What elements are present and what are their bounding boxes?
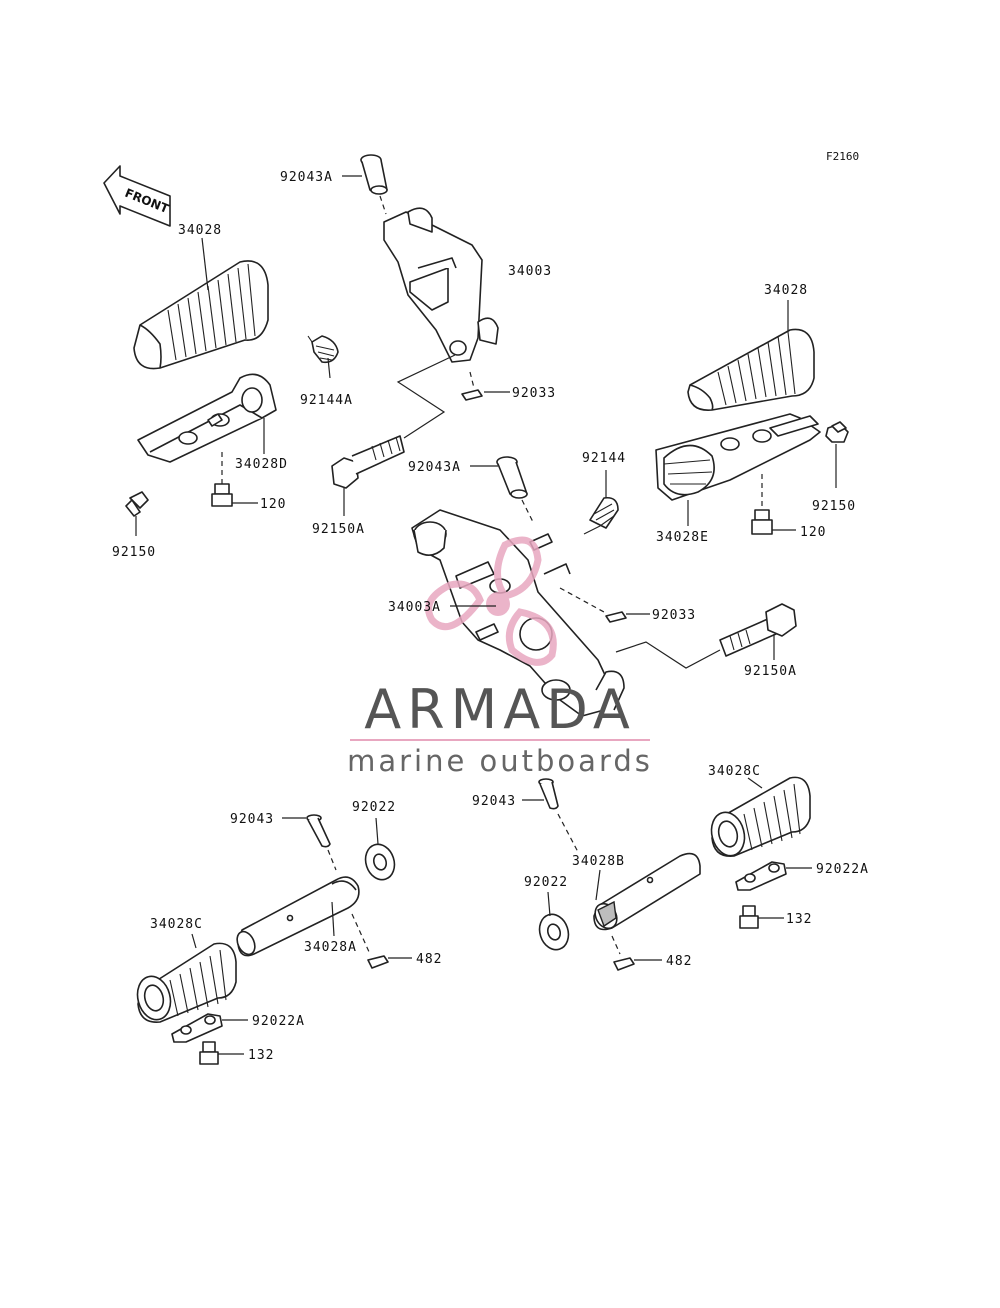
- bolt-92150-right: [825, 421, 849, 443]
- label-34028-left: 34028: [178, 223, 222, 238]
- pin-92043-left: [306, 814, 337, 871]
- footpeg-shaft-34028B: [593, 852, 701, 931]
- label-34028E: 34028E: [656, 530, 709, 545]
- bolt-132-right: [739, 905, 759, 929]
- label-34028D: 34028D: [235, 457, 288, 472]
- label-34028C-left: 34028C: [150, 917, 203, 932]
- bolt-92150A-right: [719, 603, 797, 657]
- label-92043-left: 92043: [230, 812, 274, 827]
- clip-482-right: [611, 935, 635, 971]
- label-92150-right: 92150: [812, 499, 856, 514]
- armada-propeller-logo: [425, 536, 557, 666]
- footpeg-rubber-left: [133, 260, 269, 370]
- label-92022-left: 92022: [352, 800, 396, 815]
- pin-92043A-middle: [496, 456, 535, 525]
- plate-92022A-right: [735, 861, 787, 891]
- bolt-132-left: [199, 1041, 219, 1065]
- brand-divider: [350, 739, 650, 741]
- label-92150A-right: 92150A: [744, 664, 797, 679]
- pin-92043A-top: [360, 154, 388, 215]
- washer-92033-top: [461, 371, 483, 401]
- label-92043A-middle: 92043A: [408, 460, 461, 475]
- label-92022A-left: 92022A: [252, 1014, 305, 1029]
- label-120-right: 120: [800, 525, 826, 540]
- bracket-34003: [383, 207, 499, 363]
- leader-lines: [135, 175, 837, 1055]
- label-92150-left: 92150: [112, 545, 156, 560]
- label-120-left: 120: [260, 497, 286, 512]
- label-92022-right: 92022: [524, 875, 568, 890]
- label-92033-top: 92033: [512, 386, 556, 401]
- label-92144A: 92144A: [300, 393, 353, 408]
- footpeg-rubber-right: [687, 328, 815, 411]
- figure-code: F2160: [826, 150, 859, 163]
- clip-482-left: [351, 913, 389, 969]
- footpeg-shaft-34028A: [236, 876, 360, 957]
- label-92022A-right: 92022A: [816, 862, 869, 877]
- label-92043-right: 92043: [472, 794, 516, 809]
- label-482-right: 482: [666, 954, 692, 969]
- footpeg-rubber-34028C-right: [710, 776, 811, 857]
- bolt-120-left: [211, 452, 233, 507]
- label-132-left: 132: [248, 1048, 274, 1063]
- assembly-line-top: [396, 354, 456, 439]
- bolt-92150-left: [125, 491, 149, 517]
- bolt-120-right: [751, 474, 773, 535]
- label-34028C-right: 34028C: [708, 764, 761, 779]
- bolt-92150A-left: [331, 435, 405, 489]
- label-34028B: 34028B: [572, 854, 625, 869]
- assembly-line-right: [615, 641, 721, 669]
- washer-92033-middle: [559, 587, 627, 623]
- label-482-left: 482: [416, 952, 442, 967]
- spring-92144A: [307, 335, 339, 364]
- washer-92022-right: [538, 913, 570, 951]
- label-92144: 92144: [582, 451, 626, 466]
- plate-92022A-left: [171, 1013, 223, 1043]
- label-92043A-top: 92043A: [280, 170, 333, 185]
- label-132-right: 132: [786, 912, 812, 927]
- front-arrow-icon: FRONT: [103, 165, 171, 227]
- footpeg-bracket-right: [655, 413, 821, 501]
- brand-name: ARMADA: [364, 678, 636, 741]
- footpeg-rubber-34028C-left: [136, 942, 237, 1023]
- brand-tagline: marine outboards: [347, 744, 653, 778]
- label-34028-right: 34028: [764, 283, 808, 298]
- label-34003A: 34003A: [388, 600, 441, 615]
- pin-92043-right: [538, 778, 579, 853]
- spring-92144: [583, 496, 619, 535]
- label-34003: 34003: [508, 264, 552, 279]
- label-92033-middle: 92033: [652, 608, 696, 623]
- label-34028A: 34028A: [304, 940, 357, 955]
- washer-92022-left: [364, 843, 396, 881]
- footpeg-bracket-left: [137, 373, 277, 463]
- label-92150A-left: 92150A: [312, 522, 365, 537]
